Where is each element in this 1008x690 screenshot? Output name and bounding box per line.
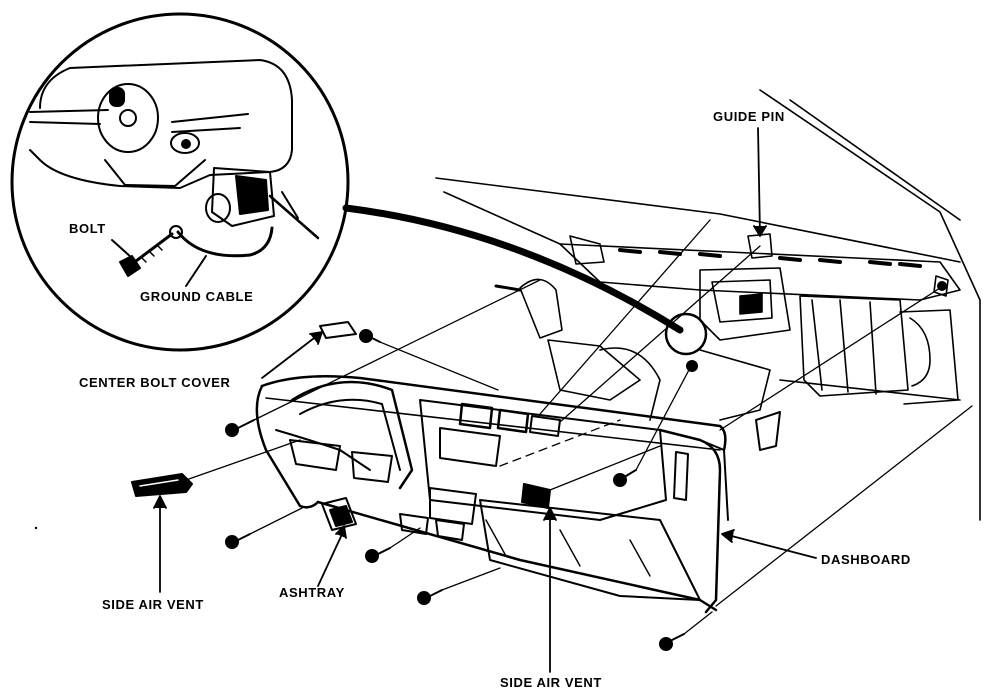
bolt-label: BOLT (69, 221, 106, 236)
blower-housing (799, 295, 909, 397)
steering-column-stub (519, 278, 563, 339)
ground-point-callout (664, 312, 708, 356)
dashboard-label: DASHBOARD (821, 552, 911, 567)
ashtray-opening (429, 487, 477, 525)
ground-cable (176, 226, 274, 258)
heater-unit (699, 267, 791, 341)
dashboard-bottom-edge (316, 500, 718, 612)
ground-cable-label: GROUND CABLE (140, 289, 254, 304)
ground-cable-leader (185, 255, 207, 287)
ground-cable-terminal (169, 225, 183, 239)
dashboard-leader (723, 533, 817, 559)
vehicle-body (435, 89, 981, 521)
bolt-icon (119, 232, 174, 277)
side-air-vent-bottom-label: SIDE AIR VENT (500, 675, 602, 690)
installation-lines (185, 219, 973, 635)
bolt-leader (111, 239, 133, 259)
side-air-vent-left-label: SIDE AIR VENT (102, 597, 204, 612)
bolt-icon (365, 547, 391, 563)
cowl-panel (559, 243, 961, 301)
bolt-icon (417, 589, 443, 605)
detail-inset-circle (10, 12, 350, 352)
center-bolt-cover-leader (261, 331, 323, 379)
ashtray-leader (317, 529, 345, 587)
detail-inset (10, 12, 350, 352)
glovebox-panel (479, 499, 701, 601)
bolt-icon (613, 469, 637, 487)
inset-connector (342, 204, 684, 334)
left-side-air-vent (131, 473, 193, 497)
ashtray-label: ASHTRAY (279, 585, 345, 600)
ignition-switch (97, 83, 159, 153)
ignition-key-head (109, 87, 125, 107)
center-bolt-cover-label: CENTER BOLT COVER (79, 375, 231, 390)
column-bracket (211, 167, 275, 227)
dashboard-right-end (658, 428, 722, 614)
meter-hood (290, 380, 414, 490)
center-vent-left (458, 402, 494, 430)
center-panel (419, 399, 667, 521)
switch-boss (170, 132, 200, 154)
column-lever-left (29, 109, 109, 125)
right-side-air-vent (521, 483, 551, 509)
bolt-icon (225, 419, 255, 437)
bolts (225, 281, 947, 651)
steering-column-housing (29, 59, 293, 189)
dashboard-top-edge (260, 374, 727, 452)
column-lever-right (171, 113, 249, 133)
label-leaders (153, 127, 817, 673)
radio-opening (439, 427, 501, 467)
guide-pin-label: GUIDE PIN (713, 109, 785, 124)
bolt-icon (225, 533, 251, 549)
center-bolt-cover-part (319, 321, 357, 339)
dashboard-assembly (131, 321, 781, 614)
bolt-icon (359, 329, 381, 343)
guide-pin-leader (757, 127, 761, 235)
guide-pin-bracket (747, 233, 773, 259)
ashtray-part (321, 497, 357, 531)
bolt-icon (659, 633, 685, 651)
center-vent-right (496, 408, 530, 434)
